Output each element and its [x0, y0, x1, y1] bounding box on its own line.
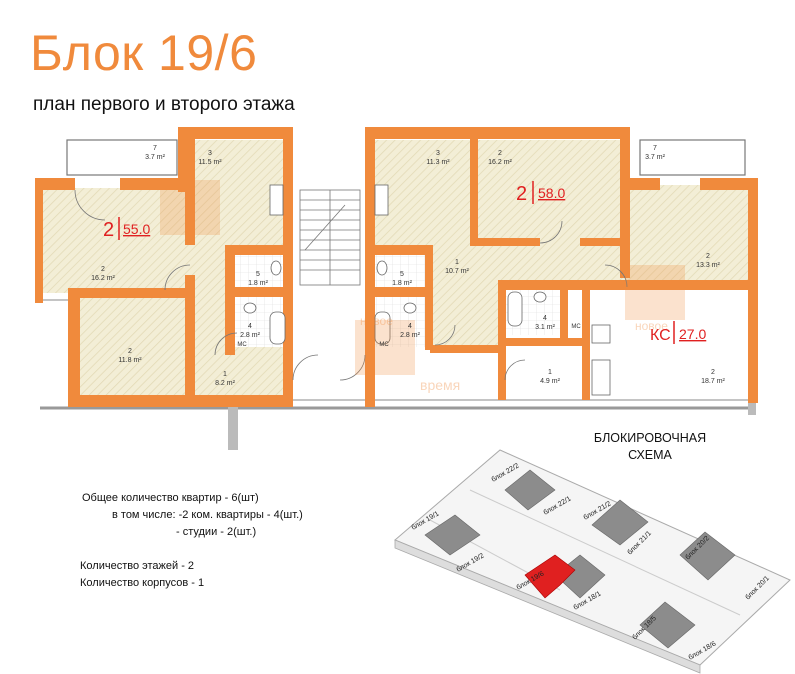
ms-label: МС	[571, 324, 581, 330]
room-num: 3	[436, 150, 440, 157]
apartment-label-c: КС 27.0	[650, 321, 706, 344]
apartment-floors	[40, 140, 750, 398]
room-area: 13.3 m²	[696, 262, 720, 269]
summary-studios: - студии - 2(шт.)	[176, 526, 257, 538]
room-area: 11.8 m²	[118, 357, 142, 364]
room-labels: 7 3.7 m² 3 11.5 m² 3 11.3 m² 2 16.2 m² 7…	[91, 145, 725, 387]
room-area: 3.7 m²	[645, 154, 666, 161]
watermark-line1-b: новое	[635, 319, 668, 333]
page-subtitle: план первого и второго этажа	[33, 94, 295, 115]
walls	[35, 127, 758, 407]
room-num: 1	[455, 259, 459, 266]
apt-rooms: 2	[516, 183, 527, 205]
room-area: 8.2 m²	[215, 380, 236, 387]
apt-area: 58.0	[538, 185, 565, 201]
room-num: 1	[548, 369, 552, 376]
room-area: 1.8 m²	[248, 280, 269, 287]
room-area: 4.9 m²	[540, 378, 561, 385]
summary-apartments: Общее количество квартир - 6(шт)	[82, 492, 259, 504]
room-area: 3.1 m²	[535, 324, 556, 331]
room-area: 11.3 m²	[426, 159, 450, 166]
blocking-scheme	[394, 449, 791, 674]
watermark-line1: новое	[360, 314, 393, 328]
room-num: 5	[400, 271, 404, 278]
room-num: 3	[208, 150, 212, 157]
room-num: 2	[498, 150, 502, 157]
watermark-line2: время	[420, 377, 460, 393]
ms-label: МС	[237, 342, 247, 348]
balcony-right	[639, 139, 746, 176]
summary-buildings: Количество корпусов - 1	[80, 577, 205, 589]
room-area: 18.7 m²	[701, 378, 725, 385]
room-area: 16.2 m²	[488, 159, 512, 166]
room-num: 1	[223, 371, 227, 378]
studio-hall	[505, 345, 590, 399]
room-area: 2.8 m²	[240, 332, 261, 339]
ms-label: МС	[379, 342, 389, 348]
room-num: 4	[248, 323, 252, 330]
room-area: 16.2 m²	[91, 275, 115, 282]
apartment-label-b: 2 58.0	[516, 181, 565, 205]
room-num: 7	[153, 145, 157, 152]
fixtures	[243, 184, 611, 396]
scheme-title: БЛОКИРОВОЧНАЯ СХЕМА	[585, 430, 715, 464]
room-area: 2.8 m²	[400, 332, 421, 339]
room-num: 2	[128, 348, 132, 355]
staircase	[299, 189, 361, 286]
apt-area: 27.0	[679, 326, 706, 342]
room-num: 5	[256, 271, 260, 278]
apt-rooms: КС	[650, 327, 671, 344]
apt-area: 55.0	[123, 221, 150, 237]
room-area: 3.7 m²	[145, 154, 166, 161]
summary-two-room: в том числе: -2 ком. квартиры - 4(шт.)	[112, 509, 303, 521]
room-num: 2	[706, 253, 710, 260]
page-title: Блок 19/6	[30, 25, 258, 81]
apartment-label-a: 2 55.0	[103, 217, 150, 241]
room-num: 2	[101, 266, 105, 273]
room-area: 11.5 m²	[198, 159, 222, 166]
apt-rooms: 2	[103, 219, 114, 241]
room-area: 10.7 m²	[445, 268, 469, 275]
room-num: 7	[653, 145, 657, 152]
scheme-title-line2: СХЕМА	[628, 448, 672, 462]
summary-floors: Количество этажей - 2	[80, 560, 195, 572]
balcony-left	[66, 139, 178, 176]
scheme-title-line1: БЛОКИРОВОЧНАЯ	[593, 431, 707, 445]
room-num: 4	[408, 323, 412, 330]
room-area: 1.8 m²	[392, 280, 413, 287]
doors	[74, 189, 628, 381]
room-num: 2	[711, 369, 715, 376]
studio-room	[590, 287, 750, 399]
room-num: 4	[543, 315, 547, 322]
